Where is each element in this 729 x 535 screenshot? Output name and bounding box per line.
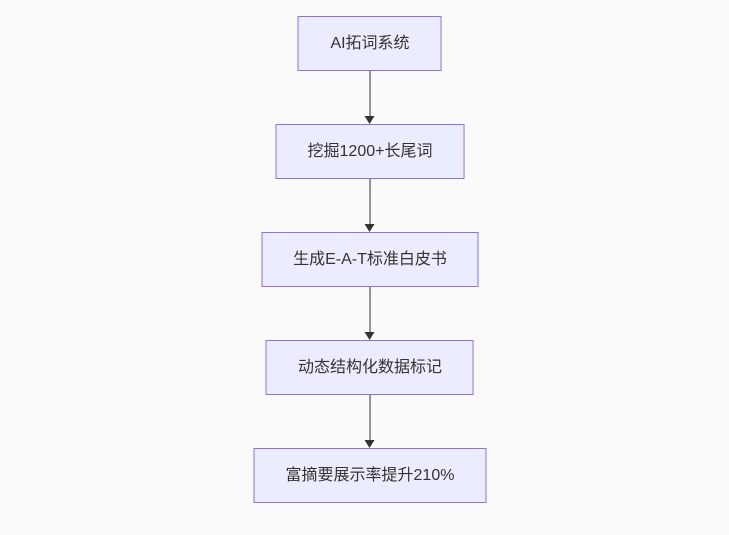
- flow-node-eat-whitepaper: 生成E-A-T标准白皮书: [261, 232, 479, 287]
- flow-node-label: 动态结构化数据标记: [297, 358, 442, 376]
- flow-node-ai-word-system: AI拓词系统: [298, 16, 442, 71]
- flow-node-longtail-mining: 挖掘1200+长尾词: [275, 124, 465, 179]
- flow-arrow-4-5: [365, 395, 375, 448]
- flow-node-label: AI拓词系统: [330, 34, 410, 52]
- arrow-shaft: [369, 71, 371, 116]
- flow-node-rich-snippet-result: 富摘要展示率提升210%: [253, 448, 487, 503]
- arrowhead-down-icon: [365, 440, 375, 448]
- arrowhead-down-icon: [365, 116, 375, 124]
- flow-node-label: 挖掘1200+长尾词: [307, 142, 433, 160]
- arrow-shaft: [369, 287, 371, 332]
- flow-arrow-1-2: [365, 71, 375, 124]
- flow-node-structured-data: 动态结构化数据标记: [265, 340, 474, 395]
- flow-node-label: 富摘要展示率提升210%: [285, 466, 455, 484]
- arrow-shaft: [369, 179, 371, 224]
- arrow-shaft: [369, 395, 371, 440]
- flowchart-column: AI拓词系统 挖掘1200+长尾词 生成E-A-T标准白皮书 动态结构化数据标记: [253, 16, 487, 503]
- flow-arrow-3-4: [365, 287, 375, 340]
- arrowhead-down-icon: [365, 224, 375, 232]
- flow-node-label: 生成E-A-T标准白皮书: [293, 250, 447, 268]
- flow-arrow-2-3: [365, 179, 375, 232]
- arrowhead-down-icon: [365, 332, 375, 340]
